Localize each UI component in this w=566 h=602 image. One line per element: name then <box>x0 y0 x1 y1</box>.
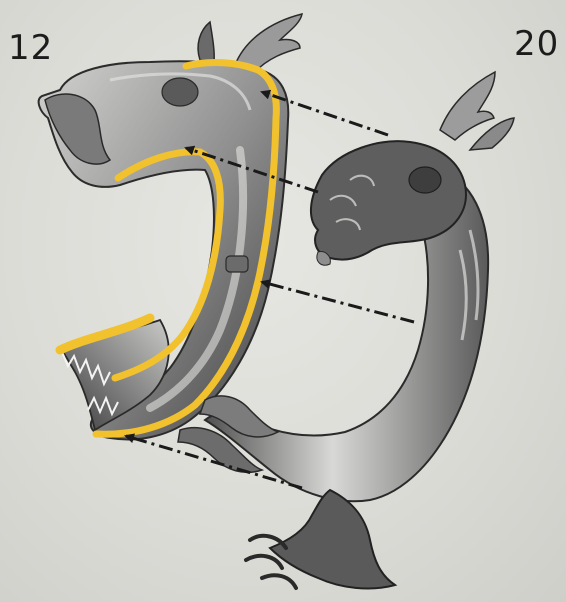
right-eye <box>409 167 441 193</box>
left-half-part <box>39 14 302 439</box>
right-horn-back <box>440 72 495 140</box>
left-horn-back <box>198 22 214 62</box>
left-eye-socket <box>162 78 198 106</box>
arrow-3 <box>262 282 414 322</box>
right-base-leg <box>270 490 395 589</box>
left-peg <box>226 256 248 272</box>
